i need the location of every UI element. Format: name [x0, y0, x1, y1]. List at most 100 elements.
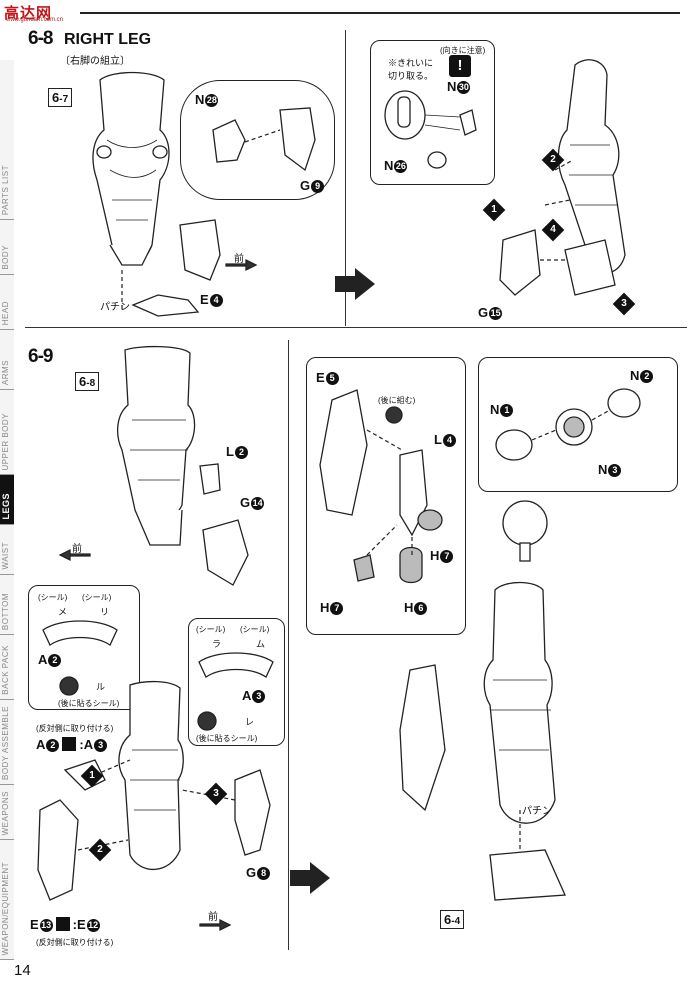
side-tab-arms[interactable]: ARMS: [0, 330, 14, 390]
seal-me: メ: [58, 607, 68, 617]
side-tab-head[interactable]: HEAD: [0, 275, 14, 330]
a3-part: [198, 652, 274, 678]
seal-label-2: (シール): [82, 593, 112, 602]
seal-re: レ: [245, 717, 255, 727]
l2-part: [199, 463, 221, 495]
side-tab-parts-list[interactable]: PARTS LIST: [0, 60, 14, 220]
section-68-number: 6-8: [28, 28, 53, 49]
step-3-69: 3: [204, 782, 228, 806]
front-arrow-69-top: [58, 548, 91, 562]
side-tab-legs[interactable]: LEGS: [0, 475, 14, 525]
site-logo: 高达网 www.gundam.com.cn: [4, 2, 76, 23]
e4-part: [131, 294, 200, 317]
section-68-divider: [345, 30, 346, 326]
top-rule: [80, 12, 680, 14]
g9-cover-illustration: [179, 219, 221, 281]
n30-cut-diagram: [384, 90, 477, 140]
seal-ri: リ: [100, 607, 110, 617]
n-parts-ball-joint: [495, 388, 641, 461]
section-69-divider: [288, 340, 289, 950]
ref-tag-6-4: 6-4: [440, 910, 465, 929]
next-arrow-68: [335, 268, 375, 300]
side-tab-weapon-equipment[interactable]: WEAPON/EQUIPMENT: [0, 840, 14, 960]
leg-assembly-right-illustration: [499, 59, 626, 296]
a2-part: [42, 620, 118, 646]
step-1-69: 1: [80, 764, 104, 788]
label-pachin-68: パチン: [100, 302, 130, 313]
leg-69-bottom-illustration: [37, 680, 271, 901]
front-arrow-69-bottom: [199, 918, 232, 932]
after-combine: (後に組む): [378, 396, 416, 405]
seal-label-3: (シール): [196, 625, 226, 634]
section-divider: [25, 327, 687, 328]
section-68-title: RIGHT LEG: [64, 31, 152, 48]
side-tab-weapons[interactable]: WEAPONS: [0, 785, 14, 840]
section-69-number: 6-9: [28, 346, 53, 367]
seal-ru: ル: [96, 682, 106, 692]
ref-tag-6-7: 6-7: [48, 88, 73, 107]
hantai-top: (反対側に取り付ける): [36, 724, 114, 733]
seal-label-1: (シール): [38, 593, 68, 602]
after-seal-a2: (後に貼るシール): [58, 699, 120, 708]
side-tab-back-pack[interactable]: BACK PACK: [0, 635, 14, 700]
leg-69-final-illustration: [399, 581, 566, 901]
page-number: 14: [14, 962, 31, 979]
seal-detail-a2: [28, 585, 140, 710]
after-seal-a3: (後に貼るシール): [196, 734, 258, 743]
section-68-subtitle: 〔右脚の組立〕: [60, 56, 130, 67]
side-tab-body[interactable]: BODY: [0, 220, 14, 275]
seal-marker-a3: [197, 711, 217, 731]
step-3-68: 3: [612, 292, 636, 316]
side-tab-body-assemble[interactable]: BODY ASSEMBLE: [0, 700, 14, 785]
side-tab-strip: WEAPON/EQUIPMENT WEAPONS BODY ASSEMBLE B…: [0, 60, 14, 960]
next-arrow-69: [290, 862, 330, 894]
ref-tag-6-8: 6-8: [75, 372, 100, 391]
side-tab-upper-body[interactable]: UPPER BODY: [0, 390, 14, 475]
l4-h-parts: [319, 389, 443, 584]
seal-mu: ム: [256, 639, 266, 649]
front-arrow-68: [225, 258, 258, 272]
logo-url: www.gundam.com.cn: [6, 17, 64, 23]
logo-mark: 高达网: [4, 5, 53, 22]
seal-marker-a2: [59, 676, 79, 696]
step-2-69: 2: [88, 838, 112, 862]
g14-part: [202, 519, 249, 586]
leg-69-top-illustration: [117, 345, 196, 546]
n28-g9-parts: [212, 107, 316, 172]
combine-marker: [385, 406, 403, 424]
label-mae-68: 前: [234, 254, 244, 265]
label-mae-69-top: 前: [72, 544, 82, 555]
side-tab-bottom[interactable]: BOTTOM: [0, 575, 14, 635]
step-4-68: 4: [541, 218, 565, 242]
seal-ra: ラ: [212, 639, 222, 649]
label-mae-69-bottom: 前: [208, 912, 218, 923]
ball-joint-connector: [502, 500, 548, 562]
label-kireini: ※きれいに 切り取る。: [388, 58, 434, 81]
step-1-68: 1: [482, 198, 506, 222]
seal-detail-a3: [188, 618, 285, 746]
leg-assembly-left-illustration: [92, 71, 170, 310]
warning-icon: !: [449, 55, 471, 77]
label-pachin-69: パチン: [522, 806, 552, 817]
side-tab-waist[interactable]: WAIST: [0, 525, 14, 575]
